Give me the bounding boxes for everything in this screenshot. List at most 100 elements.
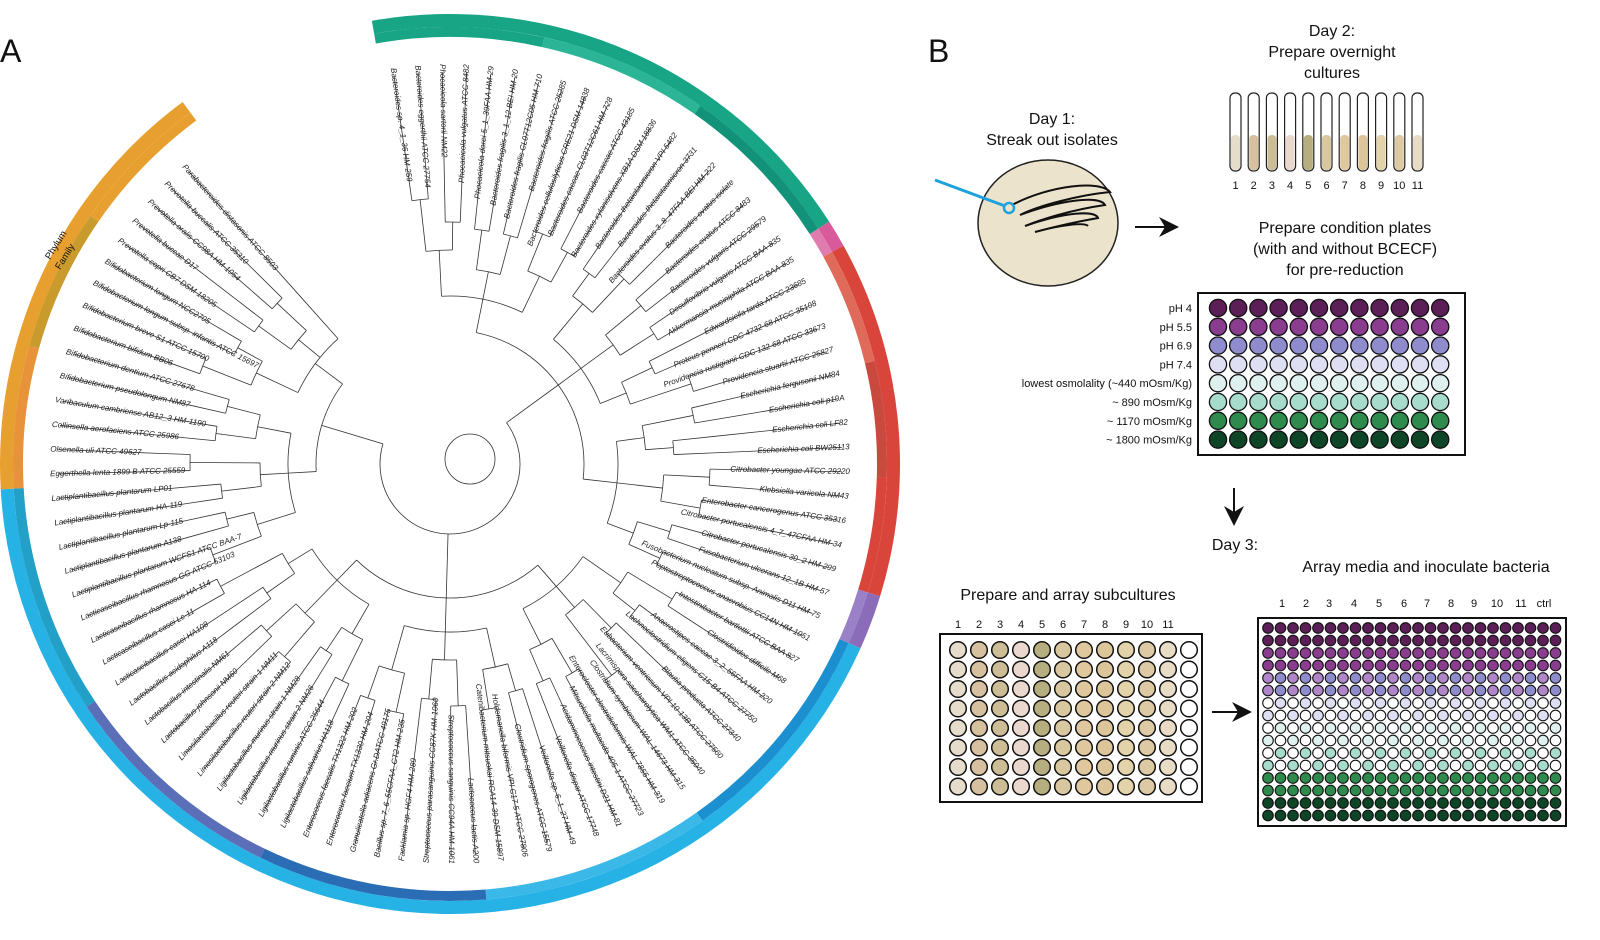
array-well <box>1312 809 1324 822</box>
condition-row-label: pH 5.5 <box>1160 322 1192 334</box>
condition-well <box>1430 430 1450 449</box>
tree-branch <box>591 127 652 228</box>
tree-branch <box>630 383 692 405</box>
array-well <box>1337 809 1349 822</box>
array-well <box>1474 722 1487 734</box>
tree-branch <box>551 638 573 674</box>
array-well <box>1474 684 1487 697</box>
tree-branch <box>611 154 692 256</box>
phylum-ring-segment <box>832 245 900 597</box>
condition-well <box>1228 336 1248 355</box>
subculture-well <box>990 699 1010 718</box>
subculture-column-number: 7 <box>1081 619 1087 631</box>
array-well <box>1474 647 1487 659</box>
condition-row-label: pH 6.9 <box>1160 341 1192 353</box>
subculture-well <box>1011 738 1031 757</box>
condition-well <box>1410 317 1430 337</box>
array-well <box>1462 672 1474 684</box>
array-well <box>1262 672 1274 684</box>
condition-well <box>1350 317 1369 337</box>
array-well <box>1399 734 1412 747</box>
array-well <box>1362 759 1374 772</box>
tree-branch <box>504 752 524 850</box>
array-well <box>1312 734 1324 747</box>
subculture-well <box>1158 777 1178 796</box>
subcultures-title: Prepare and array subcultures <box>960 587 1175 604</box>
array-well <box>1262 709 1274 722</box>
tree-branch <box>621 367 653 383</box>
condition-well <box>1269 355 1288 374</box>
tree-leaf-label: Escherichia coli BW25113 <box>757 442 850 455</box>
tree-branch <box>310 654 333 689</box>
tree-branch <box>280 274 304 301</box>
tree-branch <box>109 612 190 660</box>
tree-branch <box>88 574 185 616</box>
family-ring-segment <box>90 112 197 222</box>
tree-branch <box>681 262 787 327</box>
array-well <box>1287 809 1299 822</box>
phylum-ring-segment <box>818 221 844 252</box>
array-well <box>1462 784 1474 797</box>
array-well <box>1462 647 1474 659</box>
array-well <box>1412 647 1424 659</box>
condition-well <box>1350 298 1369 318</box>
condition-well <box>1289 317 1309 337</box>
tree-branch <box>236 252 283 299</box>
subculture-well <box>1116 640 1136 660</box>
tree-leaf-label: Eggerthella lenta 1899 B ATCC 25559 <box>50 466 186 478</box>
subculture-column-number: 5 <box>1039 619 1045 631</box>
condition-well <box>1269 298 1288 318</box>
array-well <box>1474 659 1487 672</box>
array-column-number: 4 <box>1351 598 1357 610</box>
array-well <box>1499 622 1512 634</box>
condition-well <box>1410 392 1430 412</box>
day3-title: Day 3: <box>1212 537 1258 554</box>
tree-branch <box>496 707 506 753</box>
array-well <box>1312 684 1324 697</box>
array-well <box>1524 659 1537 672</box>
array-well <box>1299 684 1312 697</box>
tree-branch <box>459 182 463 223</box>
tree-branch <box>617 669 640 697</box>
array-well <box>1324 734 1337 747</box>
array-well <box>1274 672 1287 684</box>
tree-branch <box>417 73 427 172</box>
subculture-well <box>1179 679 1199 699</box>
array-well <box>1487 697 1499 709</box>
phylum-ring-segment <box>848 592 881 649</box>
condition-well <box>1249 336 1268 355</box>
condition-well <box>1430 336 1450 355</box>
array-well <box>1524 772 1537 784</box>
array-well <box>1474 759 1487 772</box>
tree-branch <box>639 696 699 769</box>
subculture-well <box>1158 679 1178 699</box>
array-well <box>1274 772 1287 784</box>
condition-plate-wells <box>1208 298 1450 449</box>
tree-branch <box>253 244 282 275</box>
array-well <box>1549 734 1562 747</box>
tree-branch <box>206 320 242 342</box>
tree-branch <box>604 679 622 704</box>
array-well <box>1474 709 1487 722</box>
array-well <box>1512 697 1524 709</box>
array-title: Array media and inoculate bacteria <box>1302 559 1549 576</box>
tree-branch <box>378 758 396 850</box>
streak-lines <box>1011 184 1112 233</box>
array-well <box>1337 734 1349 747</box>
subculture-well <box>1032 757 1052 777</box>
condition-row-label: pH 7.4 <box>1160 359 1192 371</box>
tree-branch <box>266 603 297 632</box>
subculture-well <box>1116 777 1136 796</box>
array-well <box>1349 797 1362 809</box>
array-well <box>1449 684 1462 697</box>
array-well <box>1362 772 1374 784</box>
subculture-column-number: 3 <box>997 619 1003 631</box>
tree-branch <box>725 328 819 364</box>
condition-well <box>1208 317 1228 337</box>
subculture-well <box>1116 738 1136 757</box>
subculture-column-number: 2 <box>976 619 982 631</box>
condition-well <box>1249 298 1268 318</box>
tube-number: 2 <box>1251 180 1257 192</box>
tree-branch <box>426 733 435 856</box>
array-well <box>1412 759 1424 772</box>
